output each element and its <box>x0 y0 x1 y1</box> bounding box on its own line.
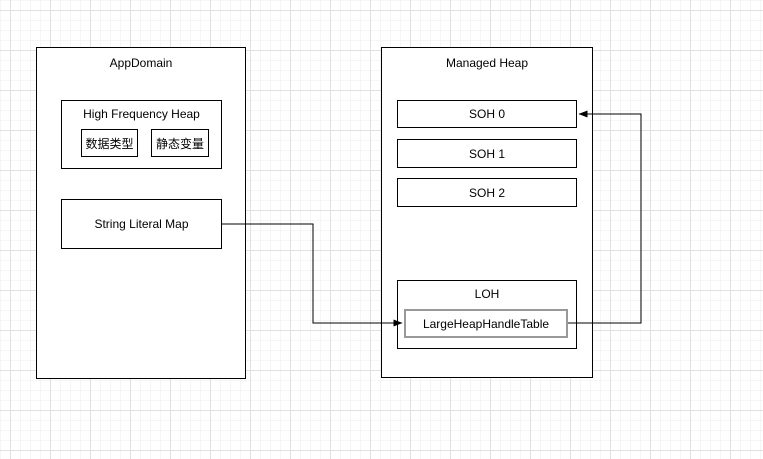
static-variable-box[interactable]: 静态变量 <box>151 129 209 157</box>
soh-0-label: SOH 0 <box>468 107 505 121</box>
connector-string-literal-map-to-handle-table[interactable] <box>222 223 403 327</box>
soh-2-label: SOH 2 <box>468 185 505 200</box>
static-variable-label: 静态变量 <box>155 136 204 151</box>
large-heap-handle-table-label: LargeHeapHandleTable <box>422 316 550 331</box>
data-type-box[interactable]: 数据类型 <box>81 129 138 157</box>
data-type-label: 数据类型 <box>85 136 134 151</box>
soh-0-box[interactable]: SOH 0 <box>397 100 577 128</box>
high-frequency-heap-title: High Frequency Heap <box>83 107 200 121</box>
soh-1-label: SOH 1 <box>468 146 505 161</box>
large-heap-handle-table-box[interactable]: LargeHeapHandleTable <box>404 309 568 338</box>
string-literal-map-box[interactable]: String Literal Map <box>61 199 222 249</box>
soh-1-box[interactable]: SOH 1 <box>397 139 577 168</box>
managed-heap-title: Managed Heap <box>445 56 529 70</box>
loh-title: LOH <box>474 287 500 301</box>
appdomain-title: AppDomain <box>109 56 173 70</box>
string-literal-map-label: String Literal Map <box>94 217 189 231</box>
soh-2-box[interactable]: SOH 2 <box>397 178 577 207</box>
